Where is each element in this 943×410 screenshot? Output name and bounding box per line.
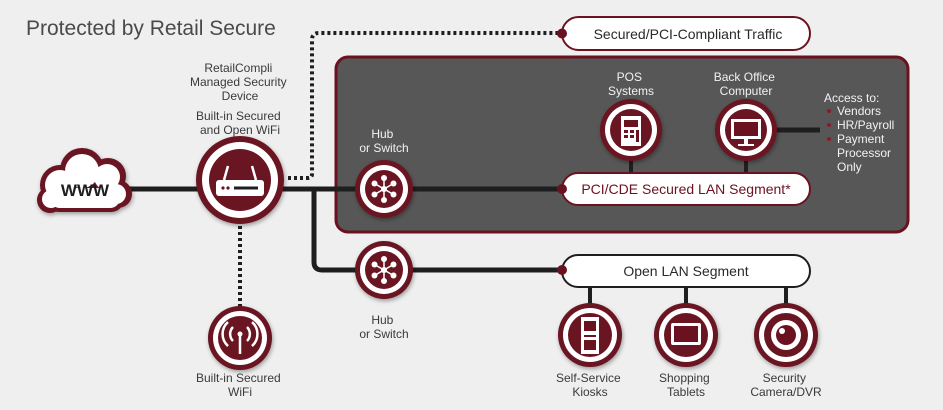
bullet-icon <box>827 109 831 113</box>
hub-open-icon <box>371 256 397 284</box>
open-lan-pill: Open LAN Segment <box>557 254 811 288</box>
tablet-label: Shopping Tablets <box>659 371 713 399</box>
access-item: Processor <box>837 146 891 160</box>
hub-open-label: Hub or Switch <box>359 313 408 341</box>
wifi-label: Built-in Secured WiFi <box>196 371 284 399</box>
kiosk-icon <box>581 317 599 354</box>
bullet-icon <box>827 137 831 141</box>
secured-traffic-dotted-line <box>288 31 560 180</box>
bullet-icon <box>827 123 831 127</box>
access-item: Vendors <box>837 104 881 118</box>
internet-cloud-icon <box>37 148 132 213</box>
access-item: HR/Payroll <box>837 118 894 132</box>
pci-segment-label: PCI/CDE Secured LAN Segment* <box>581 181 791 197</box>
secured-traffic-label: Secured/PCI-Compliant Traffic <box>594 26 783 42</box>
diagram-title: Protected by Retail Secure <box>26 17 276 40</box>
access-heading: Access to: <box>824 91 879 105</box>
pos-terminal-icon <box>621 116 641 146</box>
access-item: Only <box>837 160 862 174</box>
hub-secured-icon <box>371 175 397 203</box>
access-list: Vendors HR/Payroll Payment Processor Onl… <box>827 104 894 174</box>
open-lan-line <box>311 189 566 273</box>
computer-monitor-icon <box>731 119 761 146</box>
tablet-icon <box>671 323 701 345</box>
kiosk-node <box>558 303 622 367</box>
open-lan-label: Open LAN Segment <box>623 263 748 279</box>
security-camera-icon <box>771 320 801 350</box>
internet-label: WWW <box>61 181 110 200</box>
back-office-label: Back Office Computer <box>714 70 778 98</box>
pos-label: POS Systems <box>608 70 654 98</box>
device-label: RetailCompli Managed Security Device <box>190 61 290 103</box>
kiosk-label: Self-Service Kiosks <box>556 371 624 399</box>
router-icon <box>216 165 264 196</box>
hub-secured-label: Hub or Switch <box>359 127 408 155</box>
device-sublabel: Built-in Secured and Open WiFi <box>196 109 284 137</box>
secured-traffic-pill: Secured/PCI-Compliant Traffic <box>557 16 811 51</box>
access-item: Payment <box>837 132 885 146</box>
camera-label: Security Camera/DVR <box>750 371 822 399</box>
wifi-antenna-icon <box>221 321 259 354</box>
pci-segment-pill: PCI/CDE Secured LAN Segment* <box>557 172 811 206</box>
